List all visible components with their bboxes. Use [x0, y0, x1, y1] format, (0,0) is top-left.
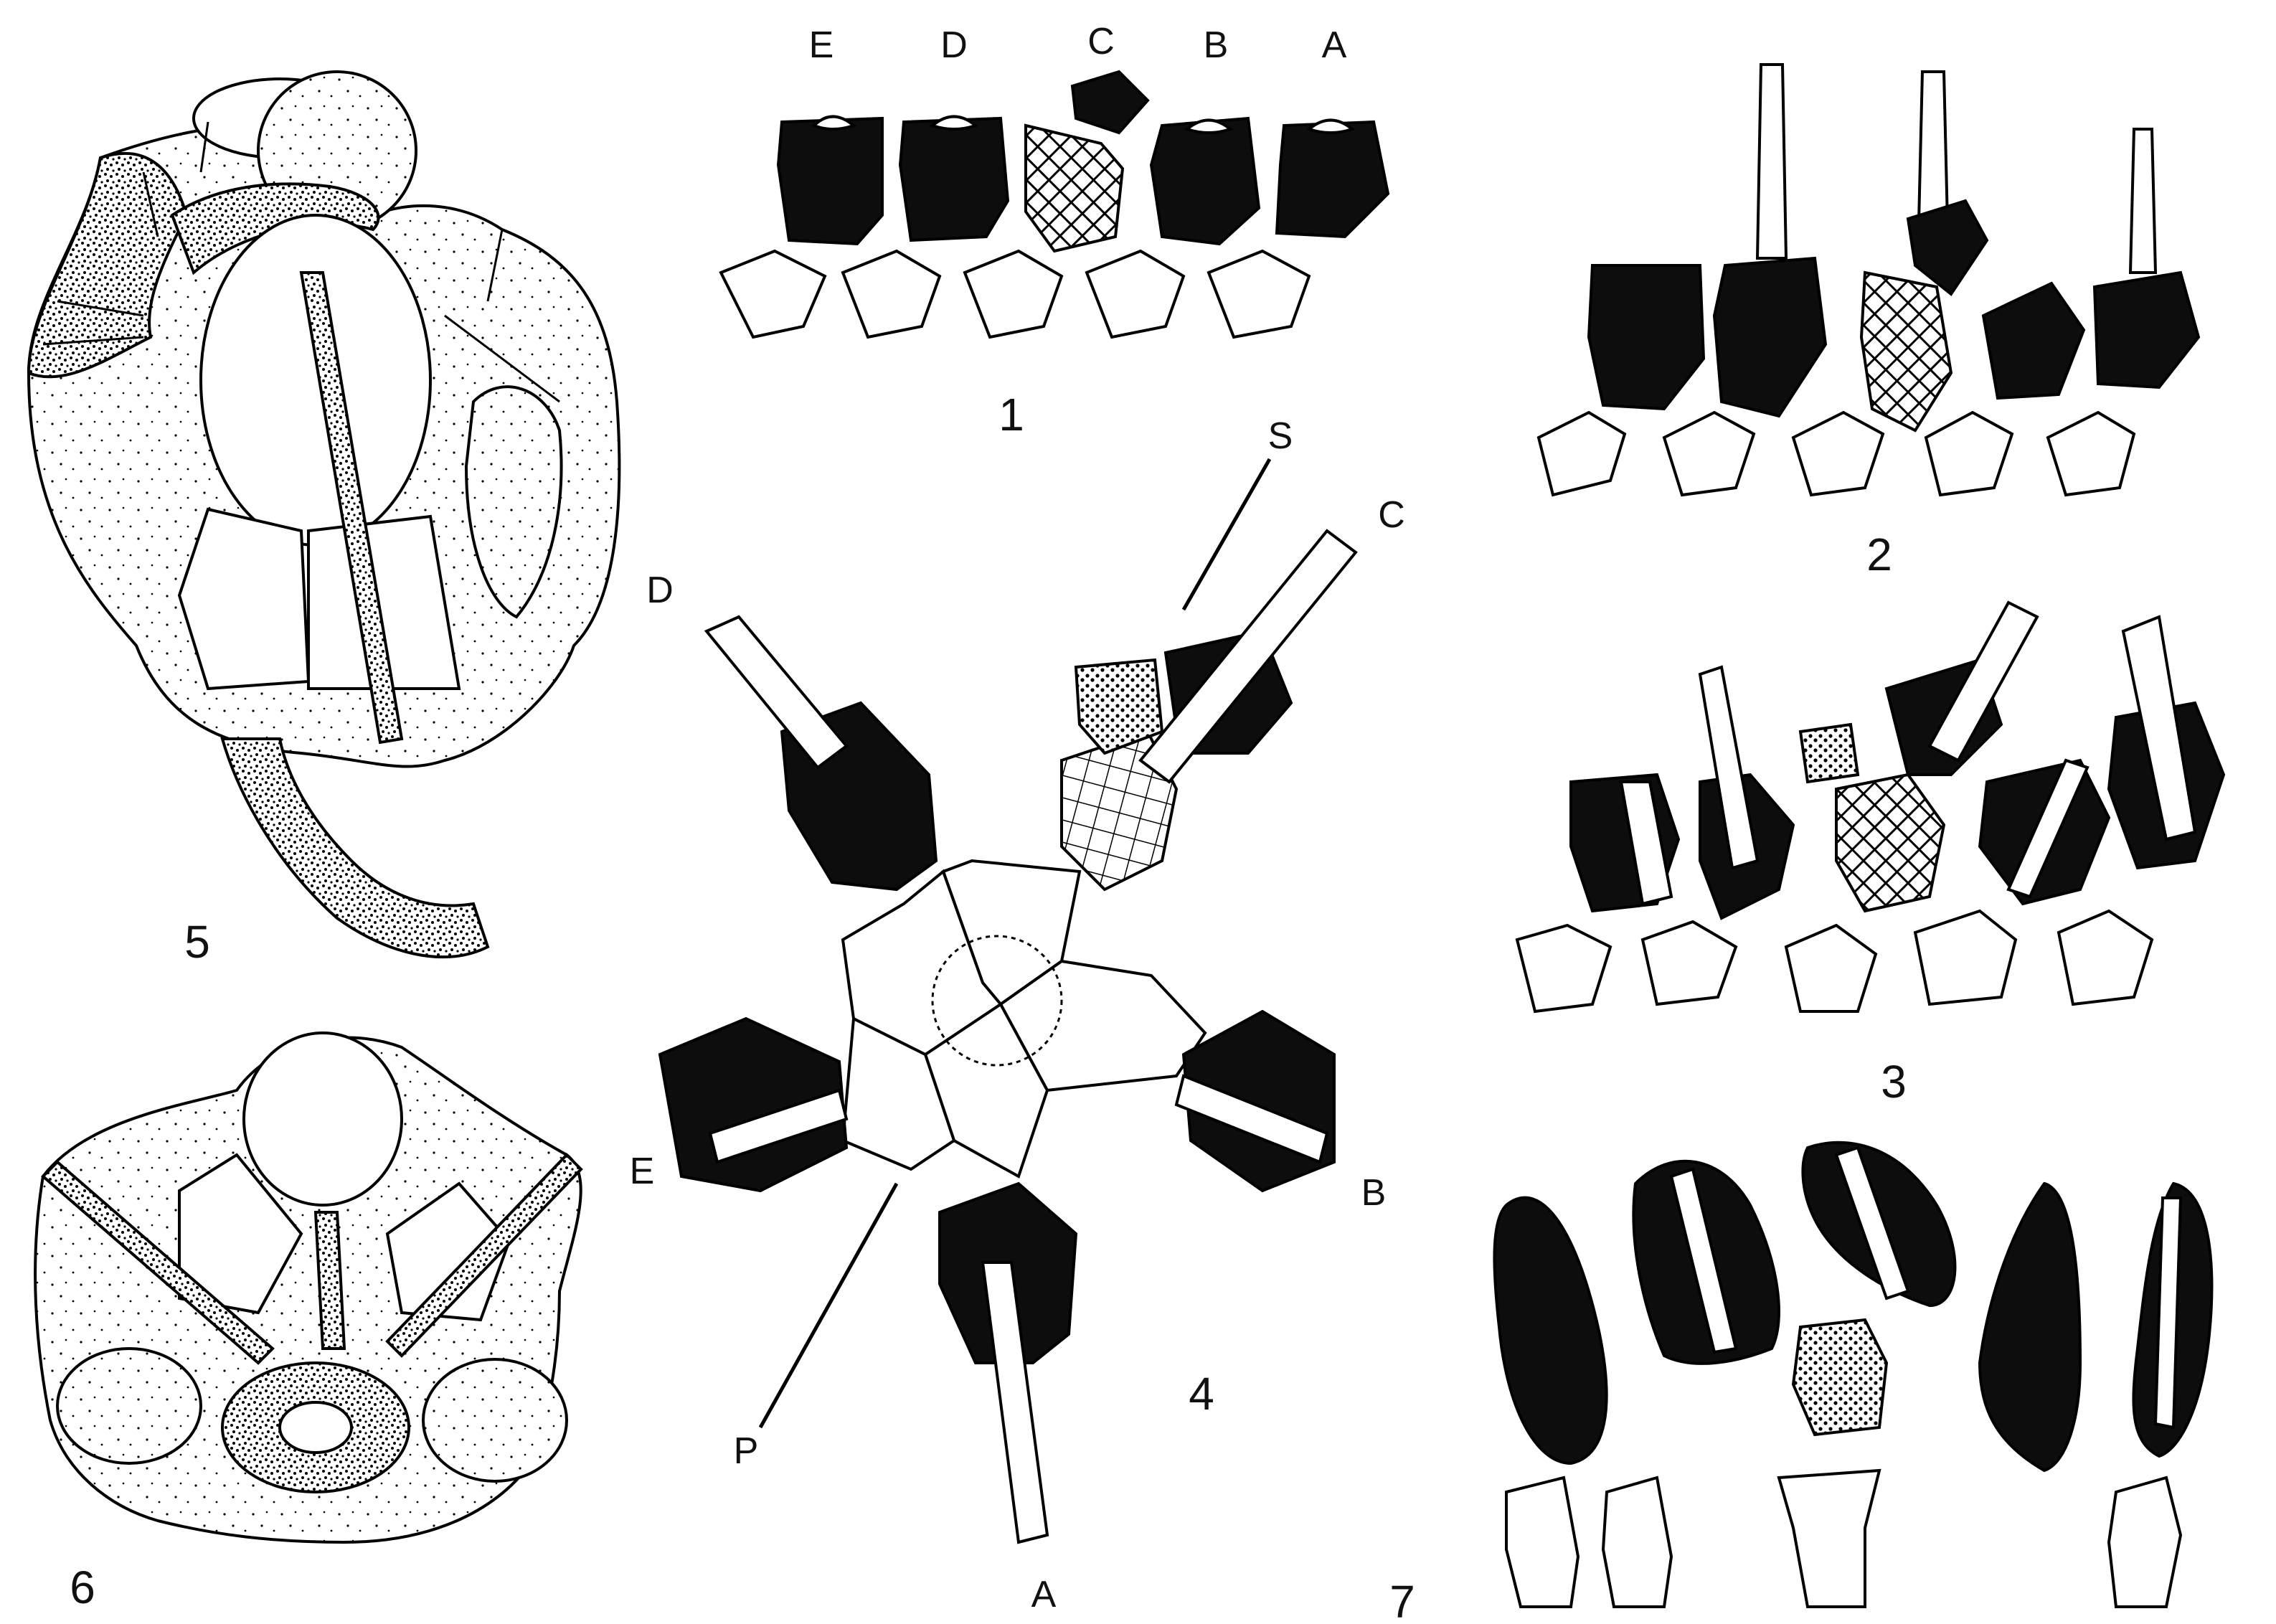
figure-7-number: 7 — [1389, 1576, 1415, 1624]
fig1-label-A: A — [1322, 24, 1347, 66]
fig4-label-E: E — [630, 1151, 655, 1192]
fig1-label-C: C — [1087, 21, 1115, 62]
fig4-label-C: C — [1378, 494, 1405, 536]
figure-3-drawing — [1517, 603, 2224, 1011]
fig4-label-D: D — [646, 570, 674, 611]
figure-1-drawing: E D C B A — [721, 21, 1388, 337]
fig4-label-P: P — [734, 1430, 759, 1472]
figure-6-drawing — [35, 1033, 581, 1542]
fig4-label-A: A — [1031, 1574, 1057, 1615]
figure-4-number: 4 — [1189, 1368, 1214, 1420]
fig4-leader-S — [1184, 459, 1270, 610]
figure-6-number: 6 — [70, 1562, 95, 1613]
figure-2-number: 2 — [1866, 529, 1892, 580]
figure-7-drawing — [1494, 1143, 2211, 1607]
figure-2-drawing — [1539, 65, 2199, 495]
fig1-label-D: D — [940, 24, 968, 66]
fig1-label-E: E — [809, 24, 834, 66]
figure-5-number: 5 — [184, 916, 210, 968]
figure-4-drawing: S C D E B P A — [630, 415, 1405, 1615]
fig1-label-B: B — [1204, 24, 1229, 66]
figure-5-drawing — [29, 72, 619, 957]
fig4-label-B: B — [1361, 1172, 1387, 1214]
figure-3-number: 3 — [1881, 1056, 1907, 1108]
fig4-leader-P — [760, 1184, 897, 1427]
figure-1-number: 1 — [998, 389, 1024, 440]
fig4-label-S: S — [1268, 415, 1293, 457]
